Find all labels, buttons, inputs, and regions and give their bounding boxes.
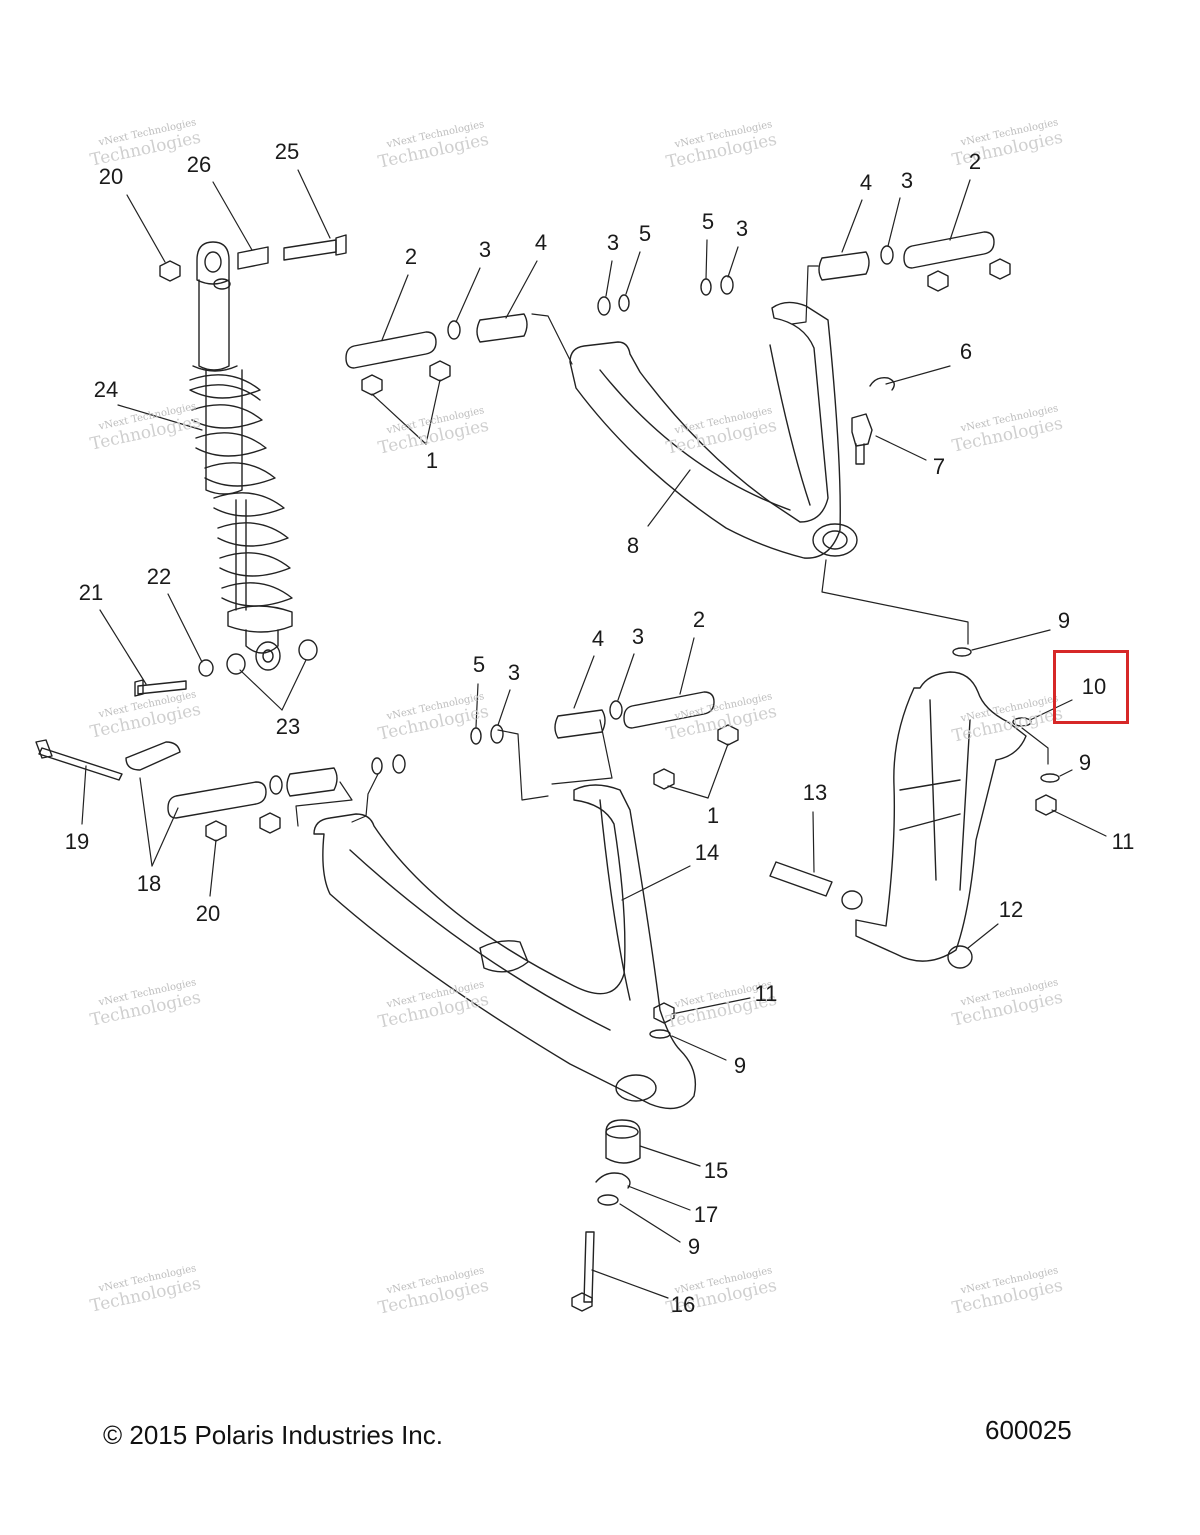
upper-a-arm <box>345 231 1011 559</box>
callout-5: 5 <box>472 652 486 677</box>
callout-25: 25 <box>274 139 300 164</box>
callout-7: 7 <box>932 454 946 479</box>
callout-9: 9 <box>1057 608 1071 633</box>
callout-22: 22 <box>146 564 172 589</box>
callout-4: 4 <box>859 170 873 195</box>
steering-knuckle <box>769 647 1060 969</box>
callout-9: 9 <box>733 1053 747 1078</box>
callout-20: 20 <box>195 901 221 926</box>
callout-24: 24 <box>93 377 119 402</box>
callout-4: 4 <box>534 230 548 255</box>
callout-9: 9 <box>1078 750 1092 775</box>
diagram-number: 600025 <box>985 1415 1072 1445</box>
callout-2: 2 <box>968 149 982 174</box>
callout-3: 3 <box>478 237 492 262</box>
callout-3: 3 <box>735 216 749 241</box>
callout-20: 20 <box>98 164 124 189</box>
callout-19: 19 <box>64 829 90 854</box>
callout-3: 3 <box>631 624 645 649</box>
lower-a-arm <box>35 691 739 1312</box>
callout-5: 5 <box>638 221 652 246</box>
copyright-text: © 2015 Polaris Industries Inc. <box>103 1420 443 1450</box>
shock-absorber <box>134 234 347 697</box>
callout-13: 13 <box>802 780 828 805</box>
callout-4: 4 <box>591 626 605 651</box>
leader-lines <box>81 169 1107 1299</box>
callout-3: 3 <box>606 230 620 255</box>
highlight-box-10 <box>1053 650 1129 724</box>
callout-17: 17 <box>693 1202 719 1227</box>
callout-11: 11 <box>1111 829 1135 854</box>
callout-6: 6 <box>959 339 973 364</box>
callout-10: 10 <box>1081 674 1107 699</box>
callout-15: 15 <box>703 1158 729 1183</box>
callout-11: 11 <box>754 981 778 1006</box>
callout-14: 14 <box>694 840 720 865</box>
callout-12: 12 <box>998 897 1024 922</box>
callout-3: 3 <box>900 168 914 193</box>
callout-2: 2 <box>692 607 706 632</box>
callout-23: 23 <box>275 714 301 739</box>
callout-1: 1 <box>706 803 720 828</box>
callout-26: 26 <box>186 152 212 177</box>
callout-3: 3 <box>507 660 521 685</box>
callout-18: 18 <box>136 871 162 896</box>
callout-5: 5 <box>701 209 715 234</box>
callout-2: 2 <box>404 244 418 269</box>
callout-9: 9 <box>687 1234 701 1259</box>
callout-16: 16 <box>670 1292 696 1317</box>
callout-21: 21 <box>78 580 104 605</box>
callout-1: 1 <box>425 448 439 473</box>
callout-8: 8 <box>626 533 640 558</box>
